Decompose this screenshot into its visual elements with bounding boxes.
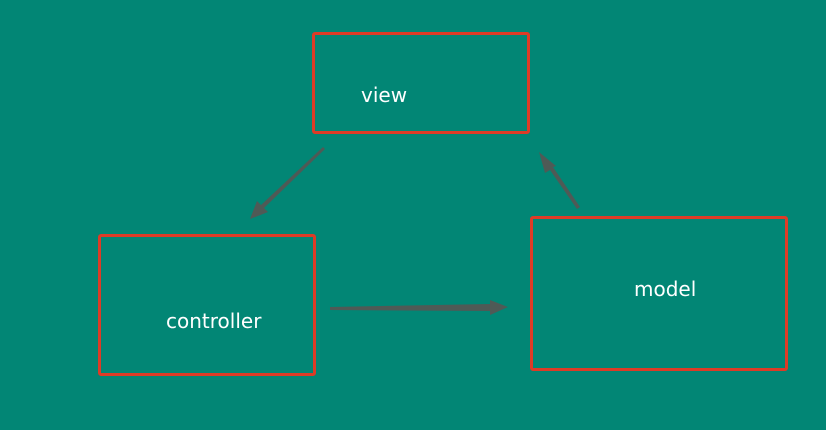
arrow-model-to-view — [539, 152, 580, 209]
model-node: model — [530, 216, 788, 371]
arrow-controller-to-model — [330, 300, 508, 315]
arrow-view-to-controller — [250, 147, 325, 219]
view-node-label: view — [361, 83, 408, 107]
controller-node: controller — [98, 234, 316, 376]
controller-node-label: controller — [166, 309, 262, 333]
model-node-label: model — [634, 277, 697, 301]
view-node: view — [312, 32, 530, 134]
